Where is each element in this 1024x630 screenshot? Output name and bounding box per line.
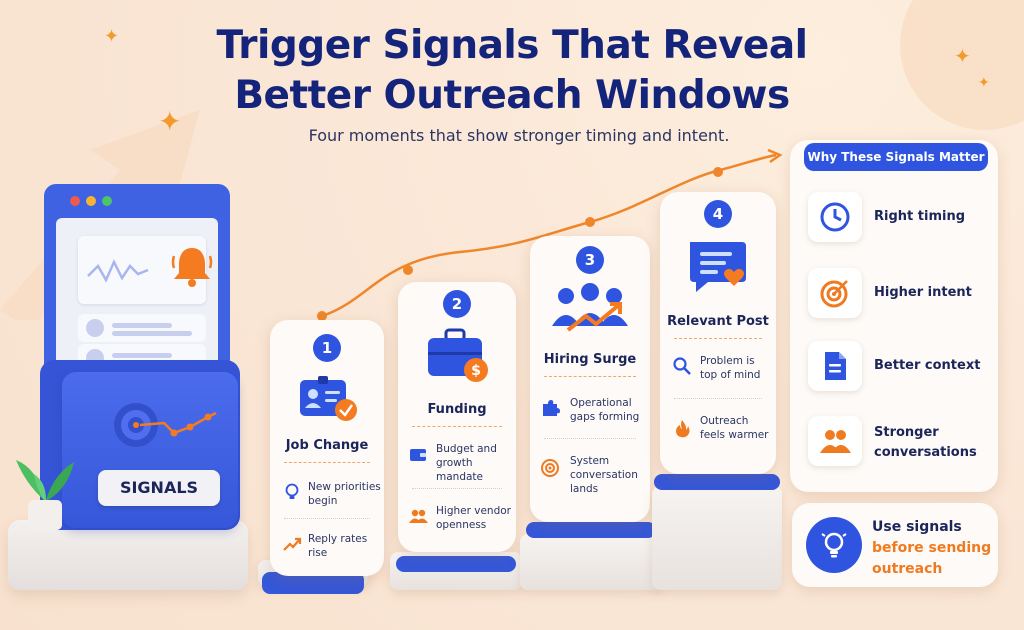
target-icon xyxy=(820,280,848,308)
divider xyxy=(412,488,502,489)
plant-icon xyxy=(16,460,74,530)
divider xyxy=(284,462,370,463)
target-icon xyxy=(541,459,559,477)
people-icon xyxy=(820,430,851,453)
svg-text:$: $ xyxy=(471,363,481,379)
reason-label: Right timing xyxy=(874,209,965,224)
step-title: Hiring Surge xyxy=(543,352,637,367)
target-icon xyxy=(114,403,217,447)
step-platform xyxy=(654,474,780,490)
clock-icon xyxy=(820,202,850,232)
cta-line1: Use signals xyxy=(872,519,962,535)
reason-label: Higher intent xyxy=(874,285,972,300)
flame-icon xyxy=(676,420,690,438)
divider xyxy=(544,438,636,439)
page-title-line2: Better Outreach Windows xyxy=(234,73,790,118)
team-growth-icon xyxy=(552,283,628,332)
divider xyxy=(284,518,370,519)
page-subtitle: Four moments that show stronger timing a… xyxy=(308,126,730,145)
people-icon-box xyxy=(808,416,862,466)
step-number-badge: 2 xyxy=(443,290,471,318)
id-card-icon xyxy=(300,376,357,421)
cta-line3: outreach xyxy=(872,561,943,577)
clock-icon-box xyxy=(808,192,862,242)
step-number-badge: 1 xyxy=(313,334,341,362)
chat-heart-icon xyxy=(690,242,746,292)
panel-header: Why These Signals Matter xyxy=(804,143,988,171)
step-platform xyxy=(396,556,516,572)
folder-label: SIGNALS xyxy=(98,470,220,506)
page-title-line1: Trigger Signals That Reveal xyxy=(216,23,808,68)
trend-up-icon xyxy=(283,537,302,551)
window-dot-yellow xyxy=(86,196,96,206)
user-row xyxy=(78,314,206,342)
pedestal xyxy=(8,520,248,590)
step-pedestal xyxy=(652,486,782,590)
window-dot-red xyxy=(70,196,80,206)
step-title: Job Change xyxy=(285,438,369,453)
document-icon xyxy=(825,352,846,380)
step-number-badge: 4 xyxy=(704,200,732,228)
wallet-icon xyxy=(410,449,426,461)
step-number-badge: 3 xyxy=(576,246,604,274)
divider xyxy=(544,376,636,377)
step-title: Funding xyxy=(427,402,487,417)
step-platform xyxy=(262,572,364,594)
puzzle-icon xyxy=(543,400,560,416)
divider xyxy=(674,398,762,399)
divider xyxy=(412,426,502,427)
step-title: Relevant Post xyxy=(667,314,769,329)
reason-label: Better context xyxy=(874,358,981,373)
sparkle-icon: ✦ xyxy=(104,26,120,47)
document-icon-box xyxy=(808,341,862,391)
briefcase-dollar-icon: $ xyxy=(428,328,488,382)
step-platform xyxy=(526,522,656,538)
target-icon-box xyxy=(808,268,862,318)
lightbulb-icon-circle xyxy=(806,517,862,573)
lightbulb-icon xyxy=(821,532,847,558)
sparkle-icon: ✦ xyxy=(954,44,971,68)
search-icon xyxy=(673,357,691,375)
bell-icon xyxy=(171,248,213,287)
sparkle-icon: ✦ xyxy=(158,105,182,138)
cta-line2: before sending xyxy=(872,540,992,556)
sparkle-icon: ✦ xyxy=(978,75,990,91)
divider xyxy=(674,338,762,339)
lightbulb-icon xyxy=(285,483,299,499)
step-pedestal xyxy=(520,534,662,590)
window-dot-green xyxy=(102,196,112,206)
people-icon xyxy=(409,509,428,523)
